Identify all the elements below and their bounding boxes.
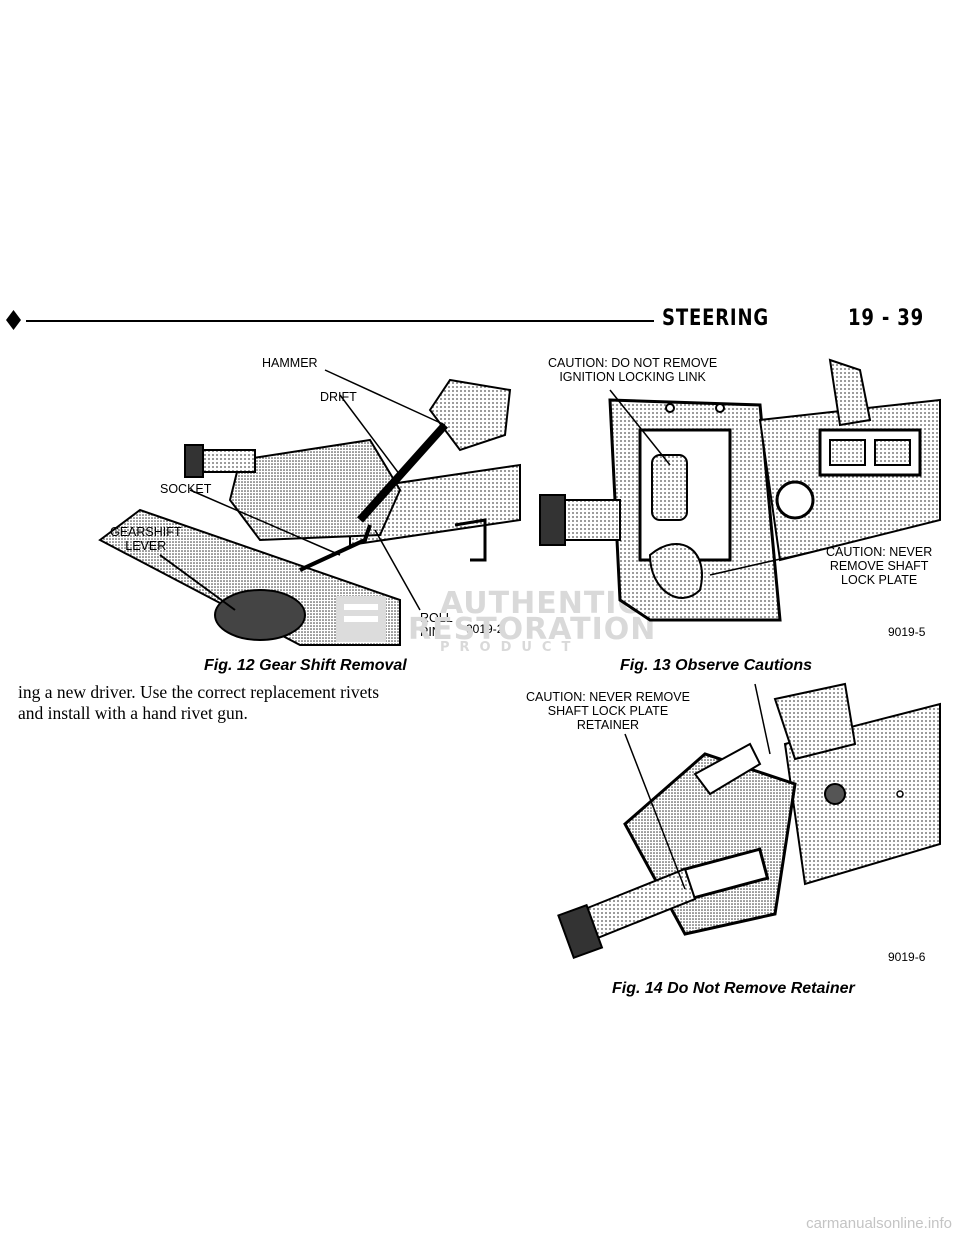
- figure-caption: Fig. 12 Gear Shift Removal: [204, 657, 407, 674]
- section-title: STEERING: [662, 306, 770, 331]
- page-number: 19 - 39: [848, 306, 925, 331]
- label-roll-pin: ROLL PIN: [420, 611, 453, 639]
- label-drift: DRIFT: [320, 390, 357, 404]
- label-gearshift-lever: GEARSHIFT LEVER: [110, 525, 182, 553]
- footer-site-link[interactable]: carmanualsonline.info: [806, 1215, 952, 1232]
- watermark-line2: RESTORATION: [408, 612, 657, 647]
- body-paragraph: ing a new driver. Use the correct replac…: [18, 682, 380, 723]
- figure-code: 9019-5: [888, 625, 926, 639]
- diamond-icon: [6, 310, 21, 330]
- figure-code: 9019-6: [888, 950, 926, 964]
- figure-caption: Fig. 13 Observe Cautions: [620, 657, 813, 674]
- label-caution-retainer: CAUTION: NEVER REMOVE SHAFT LOCK PLATE R…: [526, 690, 690, 732]
- header-rule: [26, 320, 654, 322]
- observe-cautions-illustration: [539, 358, 941, 622]
- label-socket: SOCKET: [160, 482, 212, 496]
- figure-caption: Fig. 14 Do Not Remove Retainer: [612, 980, 855, 997]
- label-caution-lock-plate: CAUTION: NEVER REMOVE SHAFT LOCK PLATE: [826, 545, 933, 587]
- label-caution-ignition-link: CAUTION: DO NOT REMOVE IGNITION LOCKING …: [548, 356, 718, 384]
- retainer-illustration: [557, 682, 941, 960]
- watermark-logo-icon: [336, 596, 386, 642]
- watermark-line1: AUTHENTIC: [440, 586, 641, 621]
- figure-code: 9019-2: [466, 622, 504, 636]
- watermark-line3: PRODUCT: [440, 640, 581, 655]
- gear-shift-illustration: [98, 369, 521, 646]
- label-hammer: HAMMER: [262, 356, 318, 370]
